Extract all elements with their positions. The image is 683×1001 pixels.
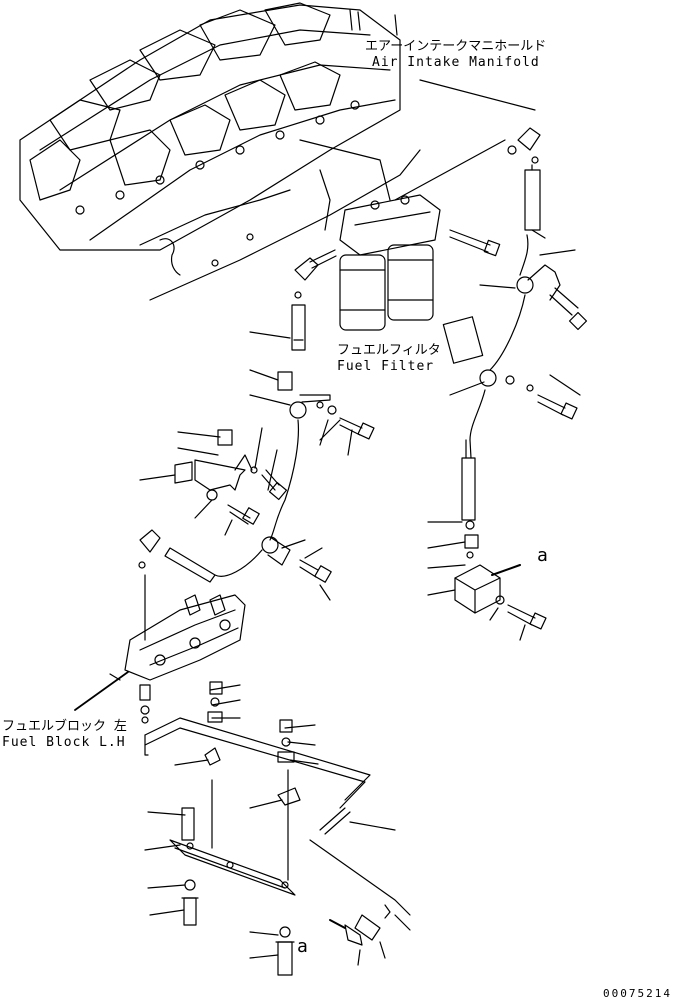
fuel-block-label-jp: フュエルブロック 左 <box>2 719 127 734</box>
left-hose-bracket <box>138 304 375 601</box>
leader-lines <box>299 79 536 201</box>
reference-a-bottom: a <box>297 936 308 957</box>
bottom-plate-pipes <box>144 681 411 976</box>
right-hose-upper <box>427 127 588 641</box>
fuel-block-drawing <box>74 574 246 724</box>
fuel-filter-label-jp: フュエルフィルタ <box>337 343 441 358</box>
fuel-filter-drawing <box>294 194 501 331</box>
document-number: 00075214 <box>603 987 672 1000</box>
fuel-filter-label-en: Fuel Filter <box>337 359 435 374</box>
reference-a-right: a <box>537 545 548 566</box>
engine-block-drawing <box>19 2 421 301</box>
fuel-block-label-en: Fuel Block L.H <box>2 735 126 750</box>
air-intake-manifold-label-jp: エアーインテークマニホールド <box>365 39 547 54</box>
air-intake-manifold-label-en: Air Intake Manifold <box>372 55 540 70</box>
